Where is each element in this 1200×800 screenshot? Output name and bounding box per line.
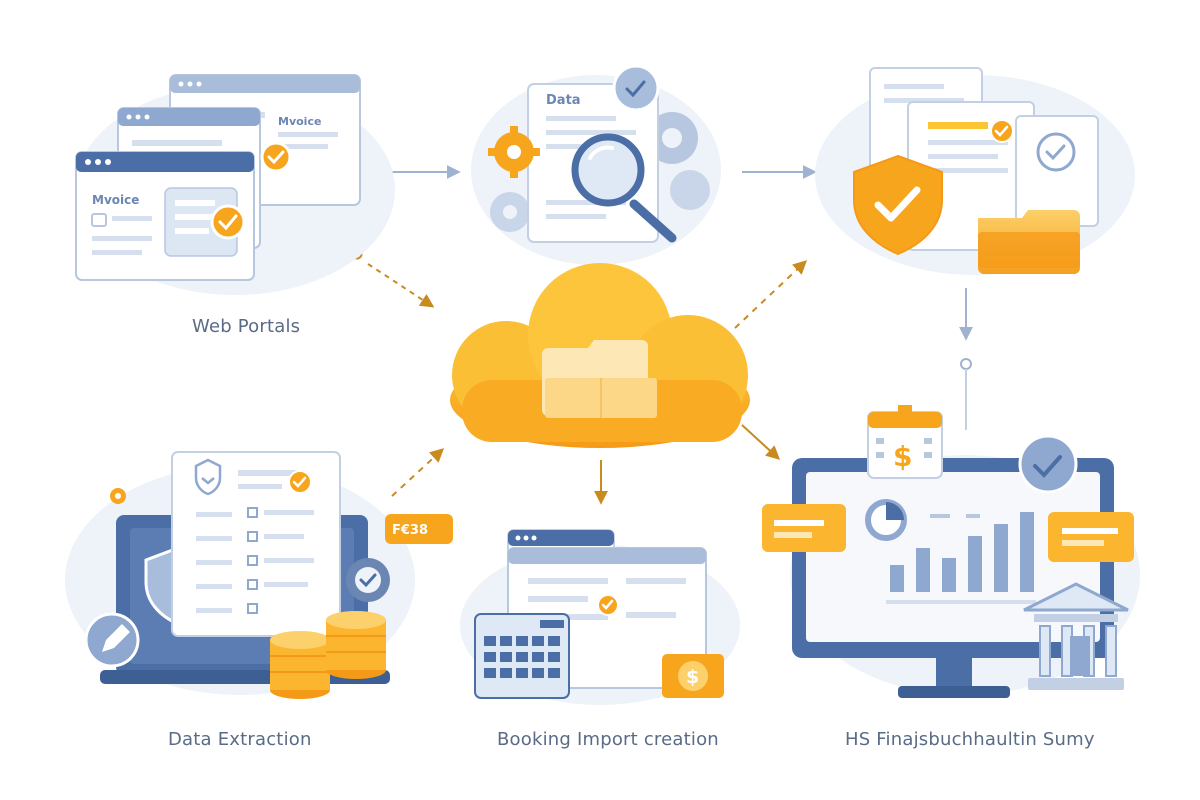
node-data-extraction: F€38	[65, 451, 453, 699]
gear-icon	[346, 558, 390, 602]
arrow-extract-to-cloud	[391, 448, 445, 497]
doc-label: Data	[546, 93, 581, 108]
check-icon	[1018, 434, 1078, 494]
message-card-right	[1048, 512, 1134, 562]
gear-icon	[490, 192, 530, 232]
connector-node	[960, 358, 972, 370]
message-card-left	[762, 504, 846, 552]
currency-symbol: $	[686, 666, 699, 688]
arrow-web-to-cloud-tail	[367, 263, 435, 308]
node-data-review: Data	[471, 64, 721, 265]
bar-chart-icon	[890, 512, 1034, 592]
pie-chart-icon	[865, 499, 907, 541]
node-hs-finance: $	[762, 405, 1140, 698]
shield-icon	[853, 154, 943, 256]
check-icon	[612, 64, 660, 112]
check-icon	[597, 594, 619, 616]
node-web-portals: Mvoice Mvoice	[75, 74, 395, 295]
node-cloud-storage	[450, 263, 750, 448]
amount-tag: F€38	[385, 514, 453, 544]
connectors	[299, 165, 973, 505]
calendar-icon: $	[867, 405, 943, 479]
browser-window-front: Mvoice	[75, 151, 255, 281]
check-icon	[260, 141, 292, 173]
caption-hs-finance: HS Finajsbuchhaultin Sսmy	[845, 729, 1095, 750]
check-icon	[990, 119, 1014, 143]
check-icon	[1036, 132, 1076, 172]
gear-icon	[670, 170, 710, 210]
arrow-cloud-to-compliance	[734, 260, 808, 329]
currency-symbol: $	[893, 440, 912, 473]
dollar-icon: $	[662, 654, 724, 698]
checklist-document	[171, 451, 341, 637]
check-icon	[210, 204, 246, 240]
check-icon	[288, 470, 312, 494]
caption-data-extraction: Data Extraction	[168, 729, 312, 750]
caption-booking-import: Booking Import creation	[497, 729, 719, 750]
magnifier-icon	[571, 133, 677, 243]
folder-icon	[542, 340, 657, 418]
node-booking-import: $	[460, 529, 740, 705]
gear-icon	[110, 488, 126, 504]
tag-label: F€38	[392, 523, 428, 538]
gear-icon	[488, 126, 540, 178]
bank-icon	[1023, 582, 1129, 690]
caption-web-portals: Web Portals	[192, 316, 301, 337]
arrow-cloud-to-hs	[741, 424, 781, 460]
window-label-back: Mvoice	[278, 115, 321, 128]
edit-icon	[84, 612, 140, 668]
window-label-front: Mvoice	[92, 193, 139, 207]
calculator-icon	[474, 613, 570, 699]
node-compliance	[815, 67, 1135, 275]
coins-icon	[270, 611, 386, 699]
folder-icon	[978, 210, 1080, 274]
